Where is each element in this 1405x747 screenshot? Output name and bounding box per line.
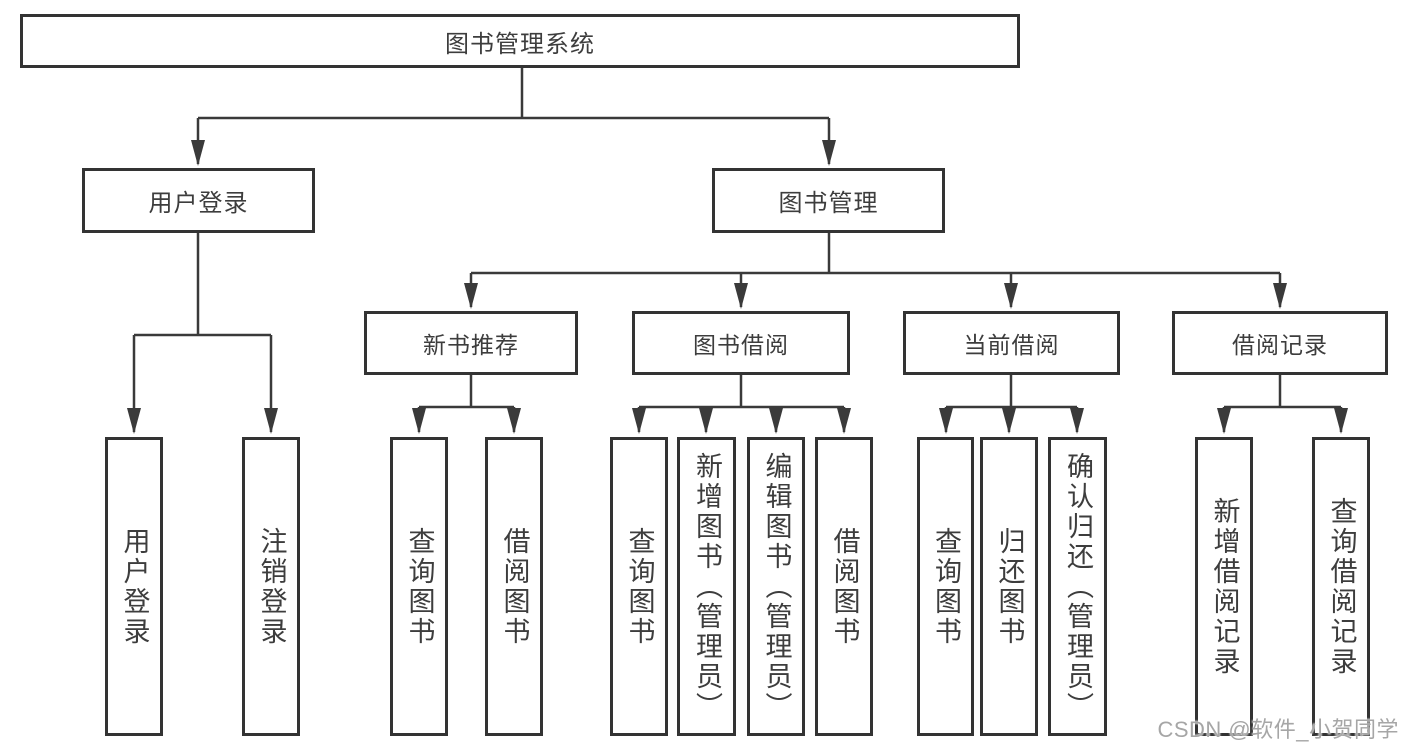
leaf-query-books-recommend-label: 查询图书 [404,526,435,647]
leaf-user-login-label: 用户登录 [119,526,150,647]
leaf-logout: 注销登录 [242,437,300,736]
node-user-login: 用户登录 [82,168,315,233]
leaf-confirm-return-admin: 确认归还（管理员） [1048,437,1107,736]
leaf-query-books-borrowing: 查询图书 [610,437,668,736]
node-new-book-recommend: 新书推荐 [364,311,578,375]
leaf-query-books-borrowing-label: 查询图书 [624,526,655,647]
leaf-add-book-admin-label: 新增图书（管理员） [692,451,722,722]
csdn-watermark: CSDN @软件_小贺同学 [1157,717,1399,742]
leaf-confirm-return-admin-label: 确认归还（管理员） [1063,451,1093,722]
leaf-add-borrow-record: 新增借阅记录 [1195,437,1253,736]
leaf-borrow-books-recommend-label: 借阅图书 [499,526,530,647]
leaf-borrow-books-recommend: 借阅图书 [485,437,543,736]
leaf-query-borrow-record-label: 查询借阅记录 [1326,496,1357,677]
leaf-return-book-label: 归还图书 [994,526,1025,647]
leaf-query-books-recommend: 查询图书 [390,437,448,736]
leaf-add-borrow-record-label: 新增借阅记录 [1209,496,1240,677]
root-node-library-management-system: 图书管理系统 [20,14,1020,68]
leaf-borrow-books-borrowing: 借阅图书 [815,437,873,736]
leaf-query-books-current: 查询图书 [917,437,974,736]
leaf-logout-label: 注销登录 [256,526,287,647]
leaf-return-book: 归还图书 [980,437,1038,736]
node-current-borrowing: 当前借阅 [903,311,1120,375]
leaf-edit-book-admin: 编辑图书（管理员） [747,437,805,736]
leaf-borrow-books-borrowing-label: 借阅图书 [829,526,860,647]
node-borrowing-records: 借阅记录 [1172,311,1388,375]
leaf-user-login: 用户登录 [105,437,163,736]
leaf-query-books-current-label: 查询图书 [931,526,961,647]
node-book-management: 图书管理 [712,168,945,233]
node-book-borrowing: 图书借阅 [632,311,850,375]
leaf-add-book-admin: 新增图书（管理员） [677,437,736,736]
leaf-query-borrow-record: 查询借阅记录 [1312,437,1370,736]
leaf-edit-book-admin-label: 编辑图书（管理员） [761,451,792,722]
